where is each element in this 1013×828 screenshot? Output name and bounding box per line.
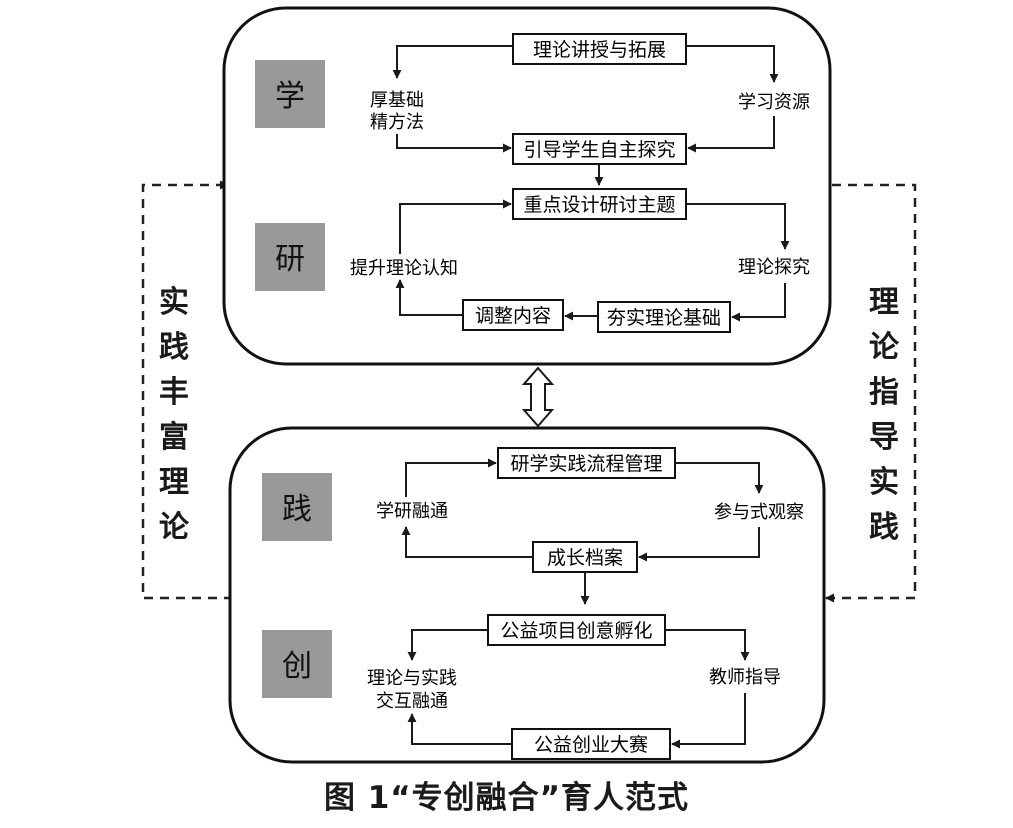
- box-lecture-text: 理论讲授与拓展: [533, 39, 666, 61]
- label-mutual-2: 交互融通: [376, 691, 448, 712]
- arrow-contest-to-mutual: [407, 713, 512, 745]
- badge-jian-text: 践: [282, 492, 312, 527]
- badge-chuang-text: 创: [282, 649, 312, 684]
- box-topic: [512, 188, 687, 220]
- side-label-left: 实践丰富理论: [159, 285, 190, 545]
- label-mentor: 教师指导: [709, 667, 781, 688]
- arrow-cognition-to-topic: [399, 199, 512, 254]
- box-incubate-text: 公益项目创意孵化: [500, 620, 652, 642]
- arrow-incubate-to-mentor: [665, 629, 750, 661]
- left-dashed-loop: [141, 180, 233, 600]
- arrow-resources-to-guide: [687, 116, 775, 153]
- arrow-lecture-to-resources: [686, 45, 779, 83]
- box-guide: [512, 133, 687, 165]
- arrow-topic-to-inquiry: [686, 203, 790, 250]
- box-guide-text: 引导学生自主探究: [523, 139, 675, 161]
- box-process-text: 研学实践流程管理: [510, 453, 662, 475]
- arrow-adjust-to-cognition: [395, 279, 463, 316]
- box-topic-text: 重点设计研讨主题: [523, 194, 675, 216]
- label-integration: 学研融通: [376, 501, 448, 522]
- arrow-growth-to-integration: [401, 526, 533, 558]
- arrow-lecture-to-basis: [392, 45, 513, 79]
- paradigm-diagram: 实践丰富理论 理论指导实践 学 研 践 创 理论讲授与拓展 引导学生自主探究 厚…: [141, 6, 917, 764]
- badge-xue: [255, 60, 325, 128]
- top-panel: [222, 6, 832, 366]
- badge-xue-text: 学: [275, 79, 305, 114]
- label-basis-2: 精方法: [370, 112, 424, 133]
- box-lecture: [512, 33, 687, 65]
- box-growth-text: 成长档案: [547, 547, 623, 569]
- box-process: [497, 447, 676, 479]
- label-basis-1: 厚基础: [370, 90, 424, 111]
- box-foundation-text: 夯实理论基础: [607, 307, 721, 329]
- label-observe: 参与式观察: [714, 502, 804, 523]
- figure-caption: 图 1“专创融合”育人范式: [323, 780, 690, 816]
- label-resources: 学习资源: [738, 92, 810, 113]
- side-label-right: 理论指导实践: [869, 285, 900, 545]
- arrow-incubate-to-mutual: [407, 629, 488, 661]
- box-incubate: [487, 614, 666, 646]
- arrow-observe-to-growth: [638, 527, 760, 562]
- right-dashed-loop: [825, 183, 917, 603]
- label-inquiry: 理论探究: [738, 257, 810, 278]
- badge-jian: [262, 473, 332, 541]
- arrow-inquiry-to-foundation: [731, 283, 786, 322]
- box-contest: [511, 728, 671, 760]
- arrow-integration-to-process: [405, 458, 497, 497]
- badge-chuang: [262, 630, 332, 698]
- box-adjust: [462, 299, 564, 331]
- badge-yan-text: 研: [275, 242, 305, 277]
- label-cognition: 提升理论认知: [350, 258, 458, 279]
- double-arrow: [521, 366, 555, 428]
- arrow-basis-to-guide: [396, 134, 512, 153]
- box-contest-text: 公益创业大赛: [534, 734, 648, 756]
- arrow-mentor-to-contest: [671, 693, 746, 749]
- badge-yan: [255, 223, 325, 291]
- arrow-process-to-observe: [675, 462, 764, 494]
- label-mutual-1: 理论与实践: [367, 668, 457, 689]
- bottom-panel: [228, 426, 826, 764]
- box-adjust-text: 调整内容: [475, 305, 551, 327]
